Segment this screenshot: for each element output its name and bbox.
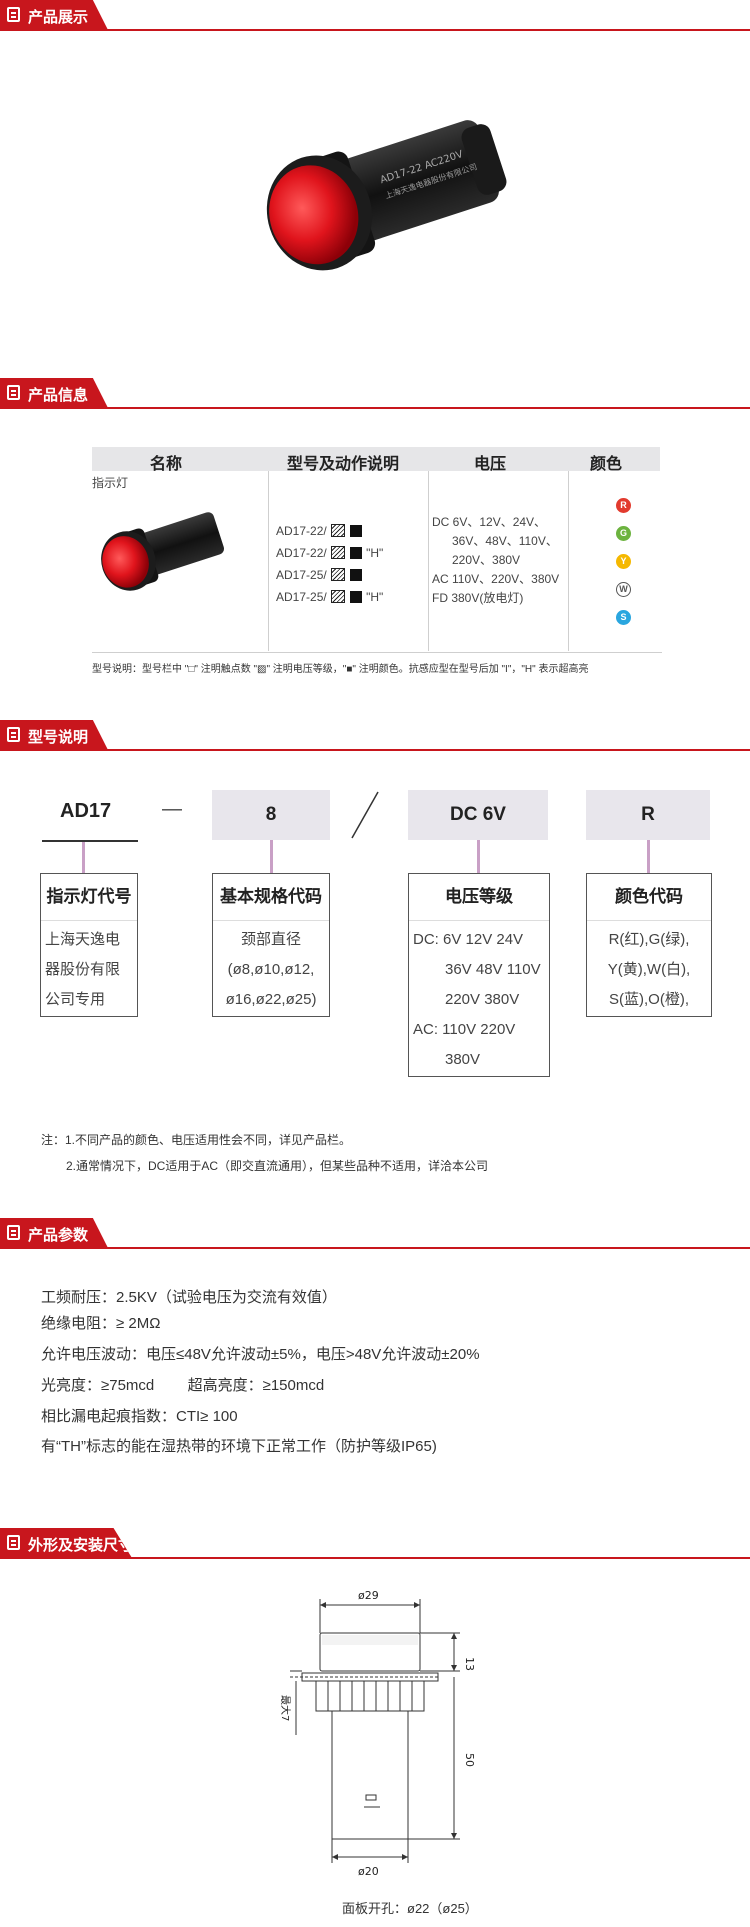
param-line: 有“TH”标志的能在湿热带的环境下正常工作（防护等级IP65) [41, 1438, 437, 1455]
dim-max-label: 最大7 [280, 1695, 292, 1721]
color-dot-blue: S [616, 610, 631, 625]
voltage-pattern-icon [331, 546, 346, 560]
code-ad17: AD17 [60, 800, 112, 822]
document-icon [7, 1225, 20, 1240]
section-tab: 产品信息 [0, 378, 108, 408]
code-underline [42, 840, 138, 842]
voltage-pattern-icon [331, 590, 346, 604]
voltage-pattern-icon [331, 568, 346, 582]
code-color: R [586, 790, 710, 840]
document-icon [7, 1535, 20, 1550]
section-tab: 产品参数 [0, 1218, 108, 1248]
section-title: 产品信息 [28, 387, 89, 404]
code-dash: — [162, 798, 182, 820]
model-note-1: 注：1.不同产品的颜色、电压适用性会不同，详见产品栏。 [41, 1133, 352, 1147]
model-code: AD17-25/ [276, 568, 327, 582]
section-header-model: 型号说明 [0, 720, 750, 752]
document-icon [7, 385, 20, 400]
param-line: 允许电压波动：电压≤48V允许波动±5%，电压>48V允许波动±20% [41, 1346, 480, 1363]
dim-bottom-width: ø20 [358, 1865, 379, 1878]
code-spec: 8 [212, 790, 330, 840]
model-list: AD17-22/ AD17-22/ "H" AD17-25/ AD17-25/ … [276, 524, 384, 604]
color-square-icon [349, 590, 362, 603]
color-dot-red: R [616, 498, 631, 513]
panel-hole-label: 面板开孔：ø22（ø25） [342, 1901, 478, 1916]
color-dot-white: W [616, 582, 631, 597]
color-square-icon [349, 568, 362, 581]
section-tab: 产品展示 [0, 0, 108, 30]
param-line: 相比漏电起痕指数：CTI≥ 100 [41, 1408, 238, 1425]
desc-box-color: 颜色代码 R(红),G(绿), Y(黄),W(白), S(蓝),O(橙), [586, 873, 712, 1017]
header-model: 型号及动作说明 [287, 456, 400, 473]
param-line: 工频耐压：2.5KV（试验电压为交流有效值） [41, 1289, 337, 1306]
model-code: AD17-22/ [276, 546, 327, 560]
header-color: 颜色 [590, 456, 623, 473]
color-square-icon [349, 524, 362, 537]
model-code: AD17-22/ [276, 524, 327, 538]
info-footnote: 型号说明：型号栏中 "□" 注明触点数 "▨" 注明电压等级，"■" 注明颜色。… [92, 664, 589, 675]
info-table-header: 名称 型号及动作说明 电压 颜色 [92, 447, 660, 473]
header-name: 名称 [150, 456, 183, 473]
code-slash [351, 791, 379, 839]
product-image-small [101, 512, 225, 591]
voltage-list: DC 6V、12V、24V、 36V、48V、110V、 220V、380V A… [432, 515, 560, 605]
section-title: 外形及安装尺寸 [28, 1537, 134, 1554]
section-tab: 型号说明 [0, 720, 108, 750]
param-line: 光亮度：≥75mcd 超高亮度：≥150mcd [41, 1377, 325, 1394]
section-title: 产品参数 [28, 1227, 89, 1244]
voltage-pattern-icon [331, 524, 346, 538]
desc-box-spec: 基本规格代码 颈部直径 (ø8,ø10,ø12, ø16,ø22,ø25) [212, 873, 330, 1017]
model-note-2: 2.通常情况下，DC适用于AC（即交直流通用），但某些品种不适用，详洽本公司 [66, 1159, 489, 1173]
section-header-info: 产品信息 [0, 378, 750, 410]
document-icon [7, 727, 20, 742]
section-header-display: 产品展示 [0, 0, 750, 32]
color-dot-green: G [616, 526, 631, 541]
section-tab: 外形及安装尺寸 [0, 1528, 132, 1558]
desc-box-voltage: 电压等级 DC: 6V 12V 24V 36V 48V 110V 220V 38… [408, 873, 550, 1077]
desc-box-lamp: 指示灯代号 上海天逸电 器股份有限 公司专用 [40, 873, 138, 1017]
color-square-icon [349, 546, 362, 559]
color-dot-yellow: Y [616, 554, 631, 569]
product-image-large: AD17-22 AC220V 上海天逸电器股份有限公司 [266, 120, 507, 271]
dim-head-height: 13 [463, 1657, 476, 1671]
dim-body-height: 50 [463, 1753, 476, 1767]
section-title: 型号说明 [28, 729, 89, 746]
info-name: 指示灯 [92, 476, 129, 490]
model-code: AD17-25/ [276, 590, 327, 604]
header-voltage: 电压 [474, 456, 507, 473]
section-header-params: 产品参数 [0, 1218, 750, 1250]
section-title: 产品展示 [28, 9, 89, 26]
code-voltage: DC 6V [408, 790, 548, 840]
dim-top-width: ø29 [358, 1589, 379, 1602]
section-header-dimensions: 外形及安装尺寸 [0, 1528, 750, 1560]
document-icon [7, 7, 20, 22]
dimension-drawing: ø29 13 50 最大7 ø20 [280, 1589, 476, 1878]
param-line: 绝缘电阻：≥ 2MΩ [41, 1315, 161, 1332]
